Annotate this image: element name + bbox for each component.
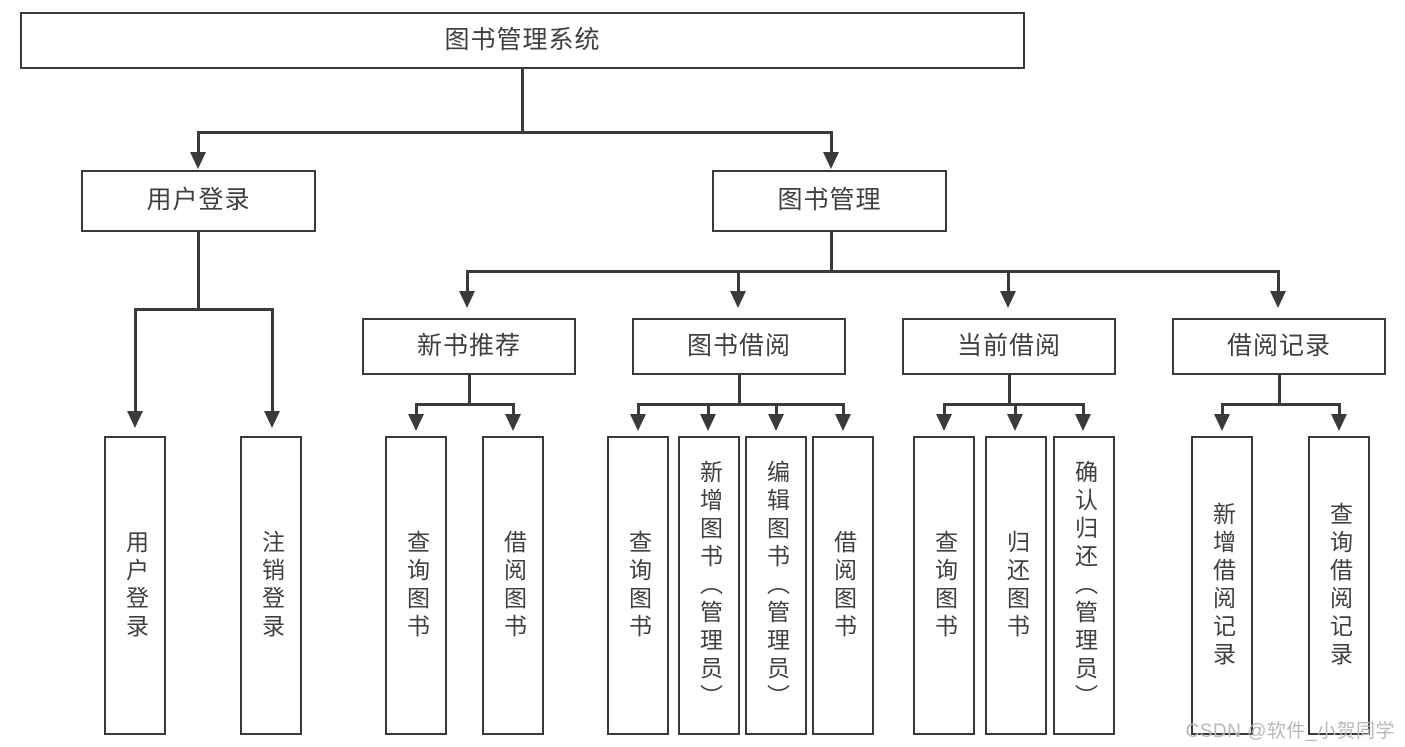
arrowhead-leaf-query-book-borrow xyxy=(630,414,646,431)
node-leaf-logout-label: 注销登录 xyxy=(258,529,285,642)
node-user-login-label: 用户登录 xyxy=(146,186,251,215)
edge-bm-drop-1 xyxy=(466,270,469,293)
edge-bm-drop-4 xyxy=(1277,270,1280,293)
node-leaf-query-book-recommend-label: 查询图书 xyxy=(403,529,430,642)
node-current-borrow-label: 当前借阅 xyxy=(956,331,1061,360)
edge-book-management-trunk xyxy=(830,232,833,272)
node-leaf-borrow-book-label: 借阅图书 xyxy=(830,529,857,642)
edge-borrow-drop-4 xyxy=(842,403,845,416)
edge-current-drop-2 xyxy=(1014,403,1017,416)
node-leaf-query-borrow-record-label: 查询借阅记录 xyxy=(1326,501,1353,670)
node-leaf-edit-book[interactable]: 编辑图书（管理员） xyxy=(745,436,807,735)
edge-current-bus xyxy=(943,403,1083,406)
edge-bm-drop-3 xyxy=(1007,270,1010,293)
node-leaf-user-login-label: 用户登录 xyxy=(122,529,149,642)
node-leaf-add-book[interactable]: 新增图书（管理员） xyxy=(678,436,740,735)
arrowhead-leaf-add-book xyxy=(700,414,716,431)
arrowhead-leaf-add-borrow-record xyxy=(1214,414,1230,431)
node-leaf-edit-book-label: 编辑图书（管理员） xyxy=(763,459,790,712)
edge-borrow-drop-3 xyxy=(775,403,778,416)
edge-borrow-drop-1 xyxy=(637,403,640,416)
edge-recommend-drop-2 xyxy=(512,403,515,416)
edge-borrow-trunk xyxy=(738,375,741,405)
node-book-management-label: 图书管理 xyxy=(777,186,882,215)
edge-record-drop-1 xyxy=(1221,403,1224,416)
node-leaf-borrow-book-recommend[interactable]: 借阅图书 xyxy=(482,436,544,735)
arrowhead-new-book-recommend xyxy=(459,291,475,308)
node-leaf-query-book-borrow[interactable]: 查询图书 xyxy=(607,436,669,735)
node-book-borrow[interactable]: 图书借阅 xyxy=(632,318,846,375)
node-leaf-return-book-label: 归还图书 xyxy=(1003,529,1030,642)
edge-record-drop-2 xyxy=(1338,403,1341,416)
edge-book-management-bus xyxy=(466,270,1280,273)
edge-root-bus xyxy=(197,131,833,134)
arrowhead-book-management xyxy=(823,152,839,169)
arrowhead-borrow-record xyxy=(1270,291,1286,308)
arrowhead-leaf-query-borrow-record xyxy=(1331,414,1347,431)
node-leaf-add-book-label: 新增图书（管理员） xyxy=(696,459,723,712)
node-book-management[interactable]: 图书管理 xyxy=(712,170,947,232)
arrowhead-leaf-query-book-recommend xyxy=(408,414,424,431)
edge-user-login-drop-1 xyxy=(134,308,137,413)
watermark-text: CSDN @软件_小贺同学 xyxy=(1185,721,1395,742)
node-leaf-user-login[interactable]: 用户登录 xyxy=(104,436,166,735)
arrowhead-leaf-borrow-book xyxy=(835,414,851,431)
node-current-borrow[interactable]: 当前借阅 xyxy=(902,318,1116,375)
node-leaf-query-book-recommend[interactable]: 查询图书 xyxy=(385,436,447,735)
edge-user-login-drop-2 xyxy=(271,308,274,413)
arrowhead-leaf-return-book xyxy=(1007,414,1023,431)
arrowhead-leaf-logout xyxy=(264,411,280,428)
edge-borrow-bus xyxy=(637,403,844,406)
arrowhead-leaf-edit-book xyxy=(768,414,784,431)
edge-user-login-trunk xyxy=(197,232,200,310)
node-leaf-borrow-book[interactable]: 借阅图书 xyxy=(812,436,874,735)
node-leaf-query-borrow-record[interactable]: 查询借阅记录 xyxy=(1308,436,1370,735)
node-user-login[interactable]: 用户登录 xyxy=(81,170,316,232)
edge-bm-drop-2 xyxy=(737,270,740,293)
node-borrow-record[interactable]: 借阅记录 xyxy=(1172,318,1386,375)
edge-record-bus xyxy=(1221,403,1340,406)
node-new-book-recommend[interactable]: 新书推荐 xyxy=(362,318,576,375)
node-leaf-borrow-book-recommend-label: 借阅图书 xyxy=(500,529,527,642)
edge-root-to-book-management xyxy=(830,131,833,155)
node-leaf-add-borrow-record[interactable]: 新增借阅记录 xyxy=(1191,436,1253,735)
edge-user-login-bus xyxy=(134,308,273,311)
node-leaf-logout[interactable]: 注销登录 xyxy=(240,436,302,735)
node-book-borrow-label: 图书借阅 xyxy=(686,331,791,360)
arrowhead-user-login xyxy=(190,152,206,169)
edge-recommend-bus xyxy=(415,403,514,406)
node-leaf-query-book-borrow-label: 查询图书 xyxy=(625,529,652,642)
node-root-label: 图书管理系统 xyxy=(444,25,601,54)
edge-record-trunk xyxy=(1278,375,1281,405)
arrowhead-leaf-query-book-current xyxy=(936,414,952,431)
edge-recommend-drop-1 xyxy=(415,403,418,416)
node-leaf-return-book[interactable]: 归还图书 xyxy=(985,436,1047,735)
arrowhead-leaf-user-login xyxy=(127,411,143,428)
arrowhead-leaf-borrow-book-recommend xyxy=(505,414,521,431)
node-leaf-query-book-current[interactable]: 查询图书 xyxy=(913,436,975,735)
arrowhead-current-borrow xyxy=(1000,291,1016,308)
node-leaf-confirm-return-label: 确认归还（管理员） xyxy=(1071,459,1098,712)
node-leaf-query-book-current-label: 查询图书 xyxy=(931,529,958,642)
edge-current-drop-3 xyxy=(1082,403,1085,416)
arrowhead-leaf-confirm-return xyxy=(1075,414,1091,431)
node-leaf-confirm-return[interactable]: 确认归还（管理员） xyxy=(1053,436,1115,735)
edge-current-trunk xyxy=(1008,375,1011,405)
edge-root-trunk xyxy=(521,69,524,133)
edge-borrow-drop-2 xyxy=(707,403,710,416)
edge-current-drop-1 xyxy=(943,403,946,416)
edge-root-to-user-login xyxy=(197,131,200,155)
node-leaf-add-borrow-record-label: 新增借阅记录 xyxy=(1209,501,1236,670)
edge-recommend-trunk xyxy=(468,375,471,405)
node-root[interactable]: 图书管理系统 xyxy=(20,12,1025,69)
node-new-book-recommend-label: 新书推荐 xyxy=(416,331,521,360)
arrowhead-book-borrow xyxy=(730,291,746,308)
node-borrow-record-label: 借阅记录 xyxy=(1226,331,1331,360)
